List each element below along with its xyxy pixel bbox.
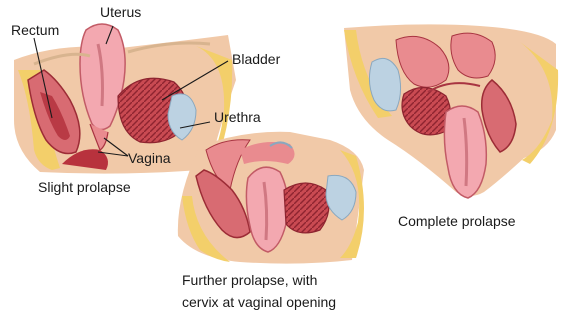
further-prolapse-caption-line1: Further prolapse, with — [182, 272, 317, 289]
urethra-label: Urethra — [214, 109, 261, 126]
complete-prolapse-caption: Complete prolapse — [398, 213, 516, 230]
vagina-label: Vagina — [128, 150, 171, 167]
bladder-label: Bladder — [232, 51, 280, 68]
slight-prolapse-caption: Slight prolapse — [38, 179, 131, 196]
further-prolapse-illustration — [178, 132, 364, 264]
complete-prolapse-illustration — [344, 24, 558, 198]
further-prolapse-caption-line2: cervix at vaginal opening — [182, 294, 336, 311]
rectum-label: Rectum — [11, 22, 59, 39]
uterus-label: Uterus — [100, 4, 141, 21]
